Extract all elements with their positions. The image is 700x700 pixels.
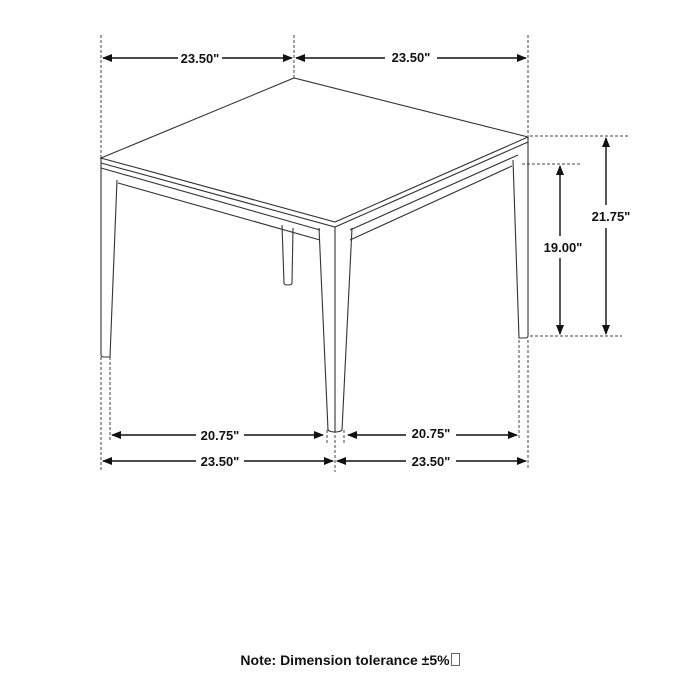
table-illustration: [99, 77, 530, 433]
dim-label-height-apron: 19.00": [544, 240, 583, 255]
dim-label-bottom-left: 23.50": [201, 454, 240, 469]
dim-label-height-total: 21.75": [592, 209, 631, 224]
placeholder-glyph-icon: [450, 653, 460, 666]
dim-label-inner-right: 20.75": [412, 426, 451, 441]
tolerance-note: Note: Dimension tolerance ±5%: [0, 652, 700, 668]
dim-label-top-right: 23.50": [392, 50, 431, 65]
dimension-lines: [102, 54, 610, 465]
extension-lines: [100, 35, 628, 472]
dim-label-top-left: 23.50": [181, 51, 220, 66]
tolerance-note-text: Note: Dimension tolerance ±5%: [240, 652, 450, 668]
dim-label-inner-left: 20.75": [201, 428, 240, 443]
dim-label-bottom-right: 23.50": [412, 454, 451, 469]
